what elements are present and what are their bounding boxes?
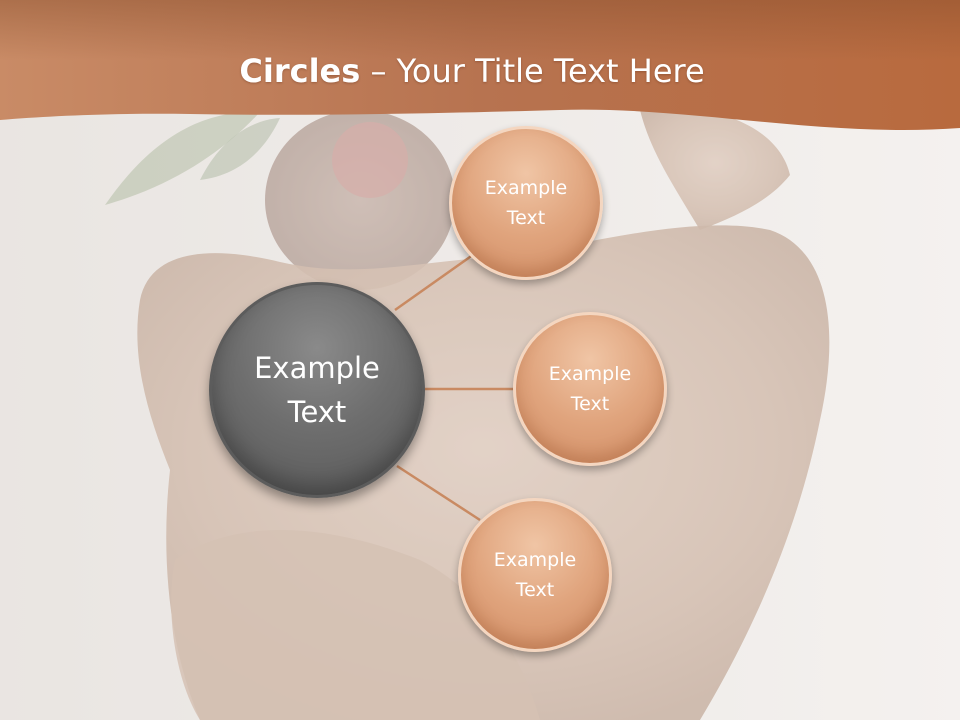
connector-line: [394, 250, 478, 312]
node-circle-2[interactable]: Example Text: [513, 312, 667, 466]
header-band: [0, 0, 960, 130]
node-circle-3[interactable]: Example Text: [458, 498, 612, 652]
node-circle-3-line2: Text: [515, 579, 555, 601]
node-circle-2-line1: Example: [548, 363, 632, 385]
node-circle-3-line1: Example: [493, 549, 577, 571]
leaf-shape: [105, 111, 260, 205]
node-circle-2-line2: Text: [570, 393, 610, 415]
node-circle-1-line1: Example: [484, 177, 568, 199]
node-circle-1-line2: Text: [506, 207, 546, 229]
center-circle-line2: Text: [287, 395, 347, 429]
flower-shape: [332, 122, 408, 198]
connector-line: [396, 464, 481, 522]
arm-shape: [640, 108, 790, 230]
node-circle-1[interactable]: Example Text: [449, 126, 603, 280]
center-circle[interactable]: Example Text: [209, 282, 425, 498]
center-circle-line1: Example: [254, 351, 380, 385]
slide-title: Circles – Your Title Text Here: [0, 52, 944, 90]
title-rest: – Your Title Text Here: [360, 52, 705, 90]
title-bold: Circles: [239, 52, 361, 90]
